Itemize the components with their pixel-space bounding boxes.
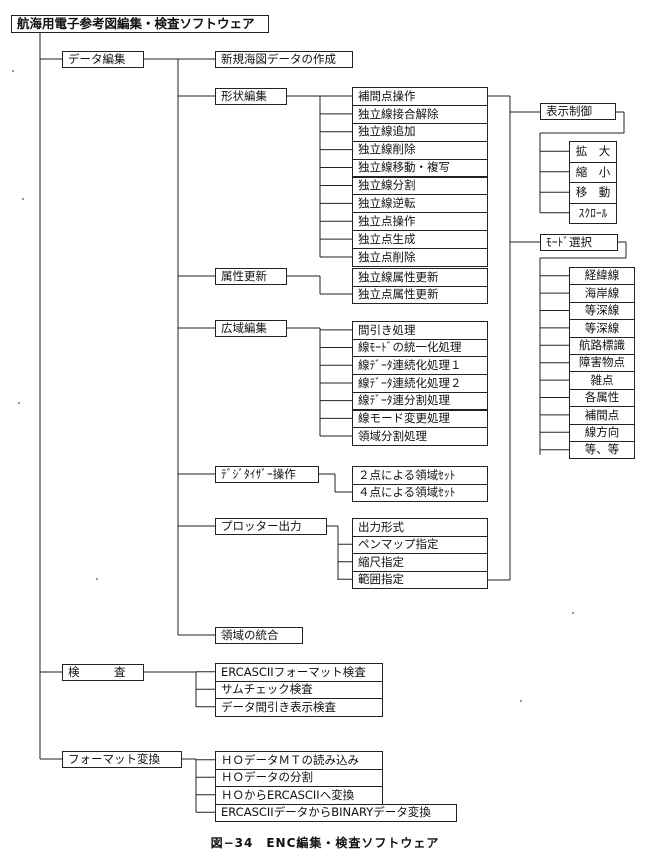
display-op-4: ｽｸﾛｰﾙ — [569, 202, 617, 224]
attr-op-2: 独立点属性更新 — [352, 285, 488, 304]
format-op-4: ERCASCIIデータからBINARYデータ変換 — [215, 803, 457, 822]
root-title: 航海用電子参考図編集・検査ソフトウェア — [11, 15, 269, 33]
shape-op-8: 独立点操作 — [352, 212, 488, 232]
area-op-1: 間引き処理 — [352, 321, 488, 340]
inspection-op-1: ERCASCIIフォーマット検査 — [215, 663, 383, 682]
mode-op-2: 海岸線 — [569, 284, 635, 303]
data-edit-node: データ編集 — [62, 51, 144, 68]
scan-speck — [12, 70, 14, 72]
format-op-1: ＨＯデータＭＴの読み込み — [215, 751, 383, 770]
shape-op-10: 独立点削除 — [352, 248, 488, 267]
shape-op-2: 独立線接合解除 — [352, 104, 488, 124]
shape-op-6: 独立線分割 — [352, 176, 488, 196]
display-op-1: 拡 大 — [569, 141, 617, 163]
display-op-3: 移 動 — [569, 182, 617, 204]
scan-speck — [572, 612, 574, 614]
shape-op-1: 補間点操作 — [352, 87, 488, 106]
mode-op-7: 雑点 — [569, 371, 635, 390]
scan-speck — [22, 198, 24, 200]
mode-select-node: ﾓｰﾄﾞ選択 — [540, 234, 618, 251]
figure-caption: 図−34 ENC編集・検査ソフトウェア — [210, 836, 440, 850]
plotter-op-2: ペンマップ指定 — [352, 535, 488, 554]
display-control-node: 表示制御 — [540, 103, 616, 120]
area-op-4: 線ﾃﾞｰﾀ連続化処理２ — [352, 374, 488, 393]
shape-op-3: 独立線追加 — [352, 122, 488, 142]
mode-op-11: 等、等 — [569, 441, 635, 460]
format-op-3: ＨＯからERCASCIIへ変換 — [215, 786, 383, 805]
mode-op-5: 航路標識 — [569, 336, 635, 355]
digitizer-op-2: ４点による領域ｾｯﾄ — [352, 483, 488, 502]
scan-speck — [18, 402, 20, 404]
plotter-output-node: プロッター出力 — [215, 518, 327, 535]
mode-op-6: 障害物点 — [569, 354, 635, 373]
area-merge-node: 領域の統合 — [215, 627, 303, 644]
mode-op-4: 等深線 — [569, 319, 635, 338]
plotter-op-4: 範囲指定 — [352, 570, 488, 589]
shape-op-7: 独立線逆転 — [352, 194, 488, 214]
attribute-update-node: 属性更新 — [215, 268, 287, 285]
new-chart-node: 新規海図データの作成 — [215, 51, 353, 68]
mode-op-8: 各属性 — [569, 388, 635, 408]
mode-op-3: 等深線 — [569, 301, 635, 321]
display-op-2: 縮 小 — [569, 161, 617, 183]
area-op-2: 線ﾓｰﾄﾞの統一化処理 — [352, 338, 488, 358]
inspection-op-2: サムチェック検査 — [215, 680, 383, 699]
format-conversion-node: フォーマット変換 — [62, 751, 182, 768]
mode-op-10: 線方向 — [569, 423, 635, 442]
shape-op-9: 独立点生成 — [352, 230, 488, 250]
digitizer-node: ﾃﾞｼﾞﾀｲｻﾞｰ操作 — [215, 466, 319, 483]
shape-edit-node: 形状編集 — [215, 88, 287, 105]
plotter-op-1: 出力形式 — [352, 518, 488, 537]
area-op-6: 線モード変更処理 — [352, 409, 488, 429]
mode-op-9: 補間点 — [569, 406, 635, 425]
format-op-2: ＨＯデータの分割 — [215, 768, 383, 787]
area-edit-node: 広域編集 — [215, 320, 287, 337]
shape-op-4: 独立線削除 — [352, 140, 488, 160]
area-op-5: 線ﾃﾞｰﾀ連分割処理 — [352, 391, 488, 411]
mode-op-1: 経緯線 — [569, 267, 635, 286]
inspection-node: 検 査 — [62, 664, 144, 681]
area-op-3: 線ﾃﾞｰﾀ連続化処理１ — [352, 356, 488, 376]
scan-speck — [96, 578, 98, 580]
digitizer-op-1: ２点による領域ｾｯﾄ — [352, 466, 488, 485]
area-op-7: 領域分割処理 — [352, 427, 488, 446]
attr-op-1: 独立線属性更新 — [352, 268, 488, 287]
plotter-op-3: 縮尺指定 — [352, 553, 488, 572]
shape-op-5: 独立線移動・複写 — [352, 158, 488, 178]
scan-speck — [520, 700, 522, 702]
inspection-op-3: データ間引き表示検査 — [215, 698, 383, 717]
